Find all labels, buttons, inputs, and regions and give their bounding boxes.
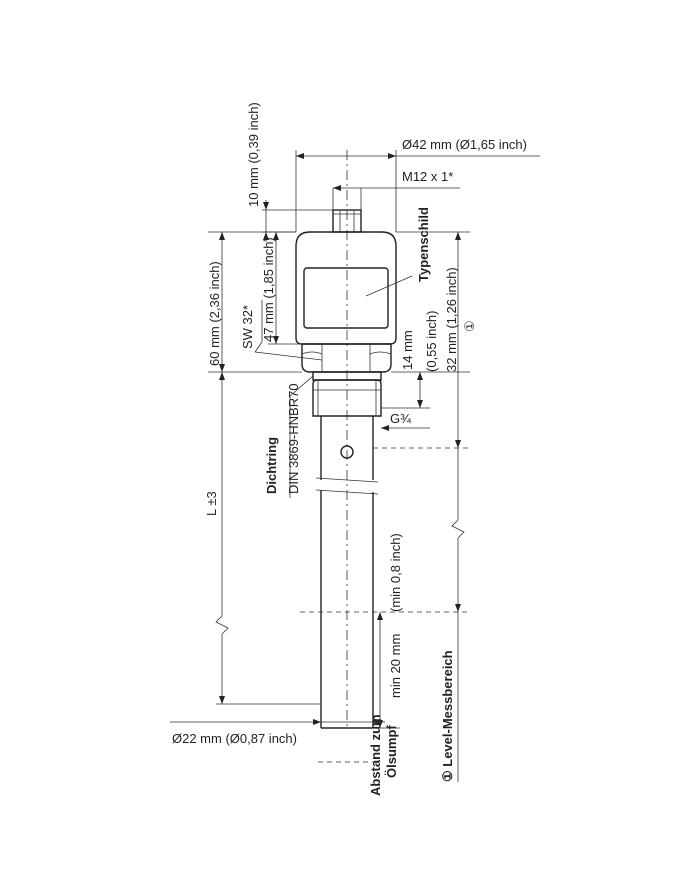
sensor-housing	[295, 231, 397, 345]
label-sw32: SW 32*	[240, 305, 255, 349]
level-range-dim	[300, 372, 470, 613]
dim-l	[215, 372, 321, 705]
label-14mm: 14 mm	[400, 330, 415, 370]
label-60mm: 60 mm (2,36 inch)	[207, 261, 222, 366]
type-plate	[303, 267, 389, 329]
label-abstand: Abstand zum	[368, 714, 383, 796]
label-dichtring: Dichtring	[264, 437, 279, 494]
dim-dia42	[295, 150, 540, 232]
label-typenschild: Typenschild	[416, 207, 431, 282]
dim-10mm	[262, 200, 333, 242]
label-dia22: Ø22 mm (Ø0,87 inch)	[172, 731, 297, 746]
dim-60mm	[208, 231, 302, 373]
label-level-range: ① Level-Messbereich	[440, 650, 455, 782]
label-055: (0,55 inch)	[424, 311, 439, 372]
label-din: DIN 3869-HNBR70	[286, 383, 301, 494]
thread-g34	[312, 379, 382, 417]
typenschild-leader	[365, 275, 413, 297]
dim-32mm	[396, 231, 470, 372]
label-min08: (min 0,8 inch)	[388, 533, 403, 612]
label-l: L ±3	[204, 491, 219, 516]
label-47mm: 47 mm (1,85 inch)	[261, 237, 276, 342]
label-min20: min 20 mm	[388, 634, 403, 698]
label-circle1-top: ①	[462, 320, 477, 332]
seal-ring	[312, 371, 382, 381]
break-line-top	[315, 477, 379, 483]
sw32-leader	[254, 300, 263, 353]
label-32mm: 32 mm (1,26 inch)	[444, 267, 459, 372]
label-10mm: 10 mm (0,39 inch)	[246, 102, 261, 207]
dim-47mm	[268, 232, 302, 345]
dichtring-leader	[289, 375, 314, 498]
break-line-bottom	[315, 489, 379, 495]
dim-14mm	[381, 371, 470, 409]
label-oelsumpf: Ölsumpf	[384, 725, 399, 778]
dim-dia22	[170, 719, 385, 725]
label-m12: M12 x 1*	[402, 169, 453, 184]
vent-hole	[340, 445, 354, 459]
hex-nut	[301, 343, 392, 373]
probe-tube-lower	[320, 490, 374, 729]
label-g34: G¾	[390, 411, 411, 426]
label-dia42: Ø42 mm (Ø1,65 inch)	[402, 137, 527, 152]
